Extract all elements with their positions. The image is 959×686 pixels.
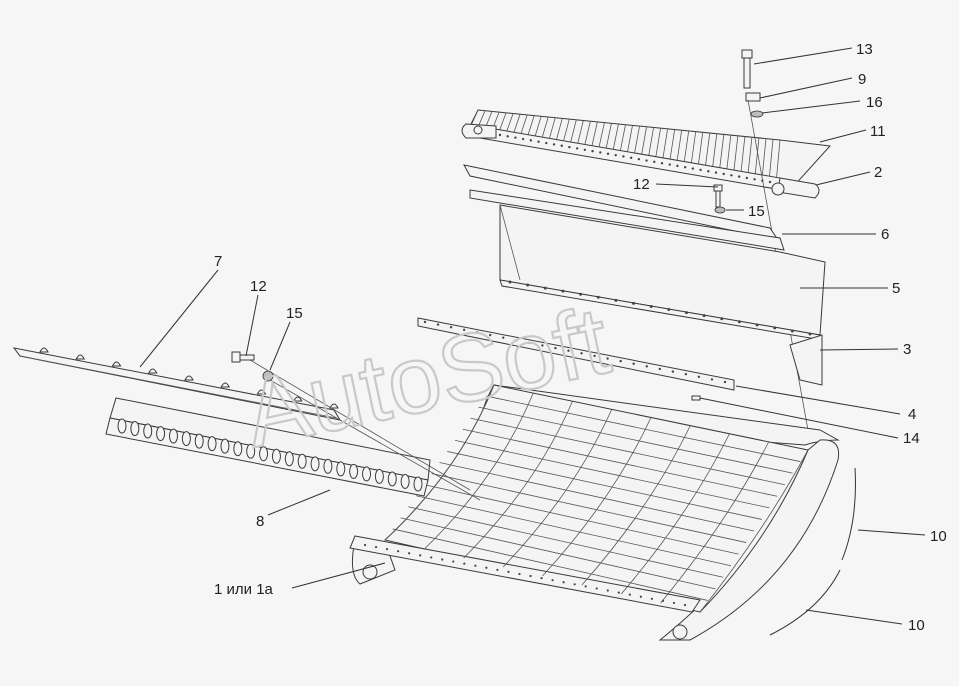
label-2: 2 [874,164,882,181]
part-10-curved-strip-lower [769,569,841,636]
label-8: 8 [256,513,264,530]
label-14: 14 [903,430,920,447]
part-2-perforated-bar [461,123,820,199]
part-11-top-grate [469,109,832,189]
label-12-lower: 12 [250,278,267,295]
part-15-nut-upper [714,206,726,214]
label-11: 11 [870,123,886,140]
label-9: 9 [858,71,866,88]
label-13: 13 [856,41,873,58]
label-12-upper: 12 [633,176,650,193]
label-5: 5 [892,280,900,297]
part-10-curved-strip-upper [841,467,856,561]
label-4: 4 [908,406,916,423]
label-7: 7 [214,253,222,270]
leader-lines [139,47,926,625]
part-6-angle-strip [463,164,785,251]
label-3: 3 [903,341,911,358]
label-15-lower: 15 [286,305,303,322]
part-9-nut [745,92,761,102]
part-1-concave-frame [349,384,840,641]
part-16-washer [750,110,764,118]
part-13-bolt [741,49,753,89]
label-10-upper: 10 [930,528,947,545]
part-12-bolt-lower [231,351,255,363]
label-1: 1 или 1а [214,581,274,598]
label-6: 6 [881,226,889,243]
label-10-lower: 10 [908,617,925,634]
part-8-perforated-angle [105,397,431,497]
part-14-small-bolt [691,395,701,401]
label-16: 16 [866,94,883,111]
part-7-toothed-beam [12,347,342,421]
part-12-bolt-upper [713,184,723,208]
part-5-cover-plate [499,204,826,386]
part-3-long-strip [417,317,735,391]
label-15-upper: 15 [748,203,765,220]
